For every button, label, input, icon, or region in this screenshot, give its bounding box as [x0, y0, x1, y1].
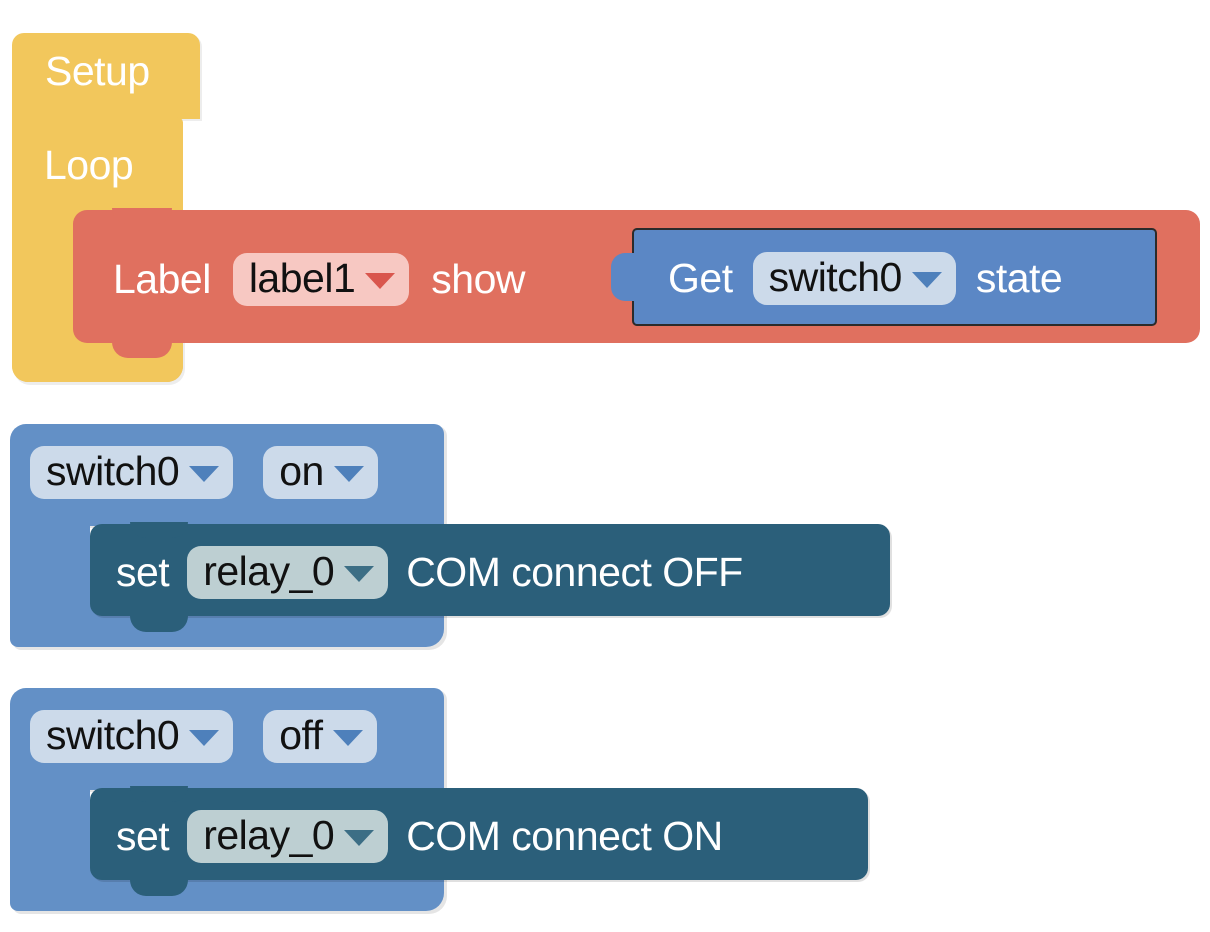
set-relay-on-bottom-notch [130, 878, 188, 896]
chevron-down-icon [189, 729, 220, 746]
get-state-suffix: state [975, 255, 1063, 302]
set-relay-off-bottom-notch [130, 614, 188, 632]
get-state-device-value: switch0 [768, 254, 903, 300]
chevron-down-icon [333, 465, 364, 482]
event-off-device-value: switch0 [46, 712, 180, 758]
label-show-prefix: Label [113, 256, 211, 303]
label-name-dropdown-value: label1 [248, 255, 356, 301]
label-name-dropdown[interactable]: label1 [232, 253, 410, 307]
label-block-top-notch [112, 208, 172, 224]
get-state-block-plug [611, 253, 635, 301]
set-relay-off-dropdown[interactable]: relay_0 [187, 546, 389, 600]
set-relay-on-suffix: COM connect ON [406, 813, 723, 860]
set-relay-off-dropdown-value: relay_0 [203, 548, 335, 594]
event-on-device-value: switch0 [46, 448, 180, 494]
label-show-suffix: show [431, 256, 525, 303]
chevron-down-icon [189, 465, 220, 482]
set-relay-off-row: set relay_0 COM connect OFF [116, 546, 743, 600]
event-block-off-head[interactable]: switch0 off [10, 688, 444, 790]
chevron-down-icon [332, 729, 363, 746]
chevron-down-icon [344, 565, 375, 582]
event-block-off-fields: switch0 off [30, 710, 377, 764]
event-on-state-value: on [279, 448, 324, 494]
get-state-prefix: Get [668, 255, 733, 302]
event-block-on-fields: switch0 on [30, 446, 378, 500]
get-state-block[interactable]: Get switch0 state [632, 228, 1157, 326]
set-relay-off-top-notch [130, 522, 188, 538]
event-on-device-dropdown[interactable]: switch0 [30, 446, 234, 500]
event-on-state-dropdown[interactable]: on [263, 446, 378, 500]
set-relay-on-prefix: set [116, 813, 170, 860]
loop-block-head[interactable]: Loop [12, 117, 183, 218]
chevron-down-icon [365, 272, 396, 289]
get-state-device-dropdown[interactable]: switch0 [752, 252, 956, 306]
set-relay-off-prefix: set [116, 549, 170, 596]
setup-block-label: Setup [45, 48, 150, 94]
chevron-down-icon [911, 271, 942, 288]
loop-block-label: Loop [44, 142, 134, 188]
block-group-setup-loop: Setup Loop Label label1 show [0, 0, 1210, 400]
set-relay-off-block[interactable]: set relay_0 COM connect OFF [90, 524, 890, 616]
label-block-bottom-notch [112, 341, 172, 358]
label-show-row: Label label1 show [113, 253, 525, 307]
set-relay-on-dropdown-value: relay_0 [203, 812, 335, 858]
event-off-state-dropdown[interactable]: off [263, 710, 377, 764]
get-state-row: Get switch0 state [668, 252, 1063, 306]
set-relay-on-dropdown[interactable]: relay_0 [187, 810, 389, 864]
chevron-down-icon [344, 829, 375, 846]
set-relay-off-suffix: COM connect OFF [406, 549, 743, 596]
setup-block[interactable]: Setup [12, 33, 200, 119]
set-relay-on-block[interactable]: set relay_0 COM connect ON [90, 788, 868, 880]
event-off-state-value: off [279, 712, 323, 758]
event-off-device-dropdown[interactable]: switch0 [30, 710, 234, 764]
event-block-on-head[interactable]: switch0 on [10, 424, 444, 526]
set-relay-on-top-notch [130, 786, 188, 802]
setup-block-bottom-notch [47, 117, 103, 131]
set-relay-on-row: set relay_0 COM connect ON [116, 810, 723, 864]
